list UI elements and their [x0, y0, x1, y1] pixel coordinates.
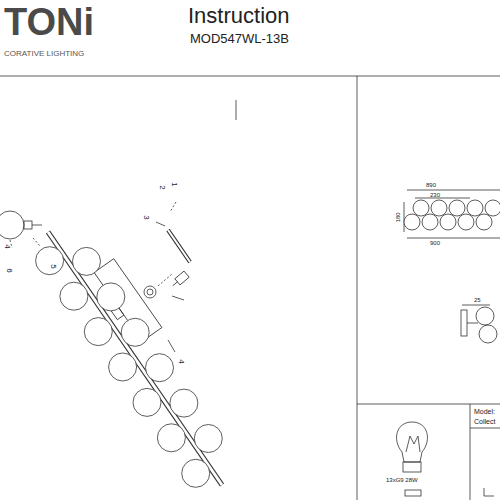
- glass-globe: [60, 282, 88, 310]
- glass-globe: [449, 200, 465, 216]
- glass-globe: [109, 353, 137, 381]
- sheet-title: Instruction: [188, 4, 290, 28]
- glass-globe: [458, 214, 474, 230]
- dimension: 180: [395, 212, 402, 222]
- dimension: 25: [474, 297, 481, 304]
- callout-number: 6: [4, 268, 13, 272]
- callout-number: 5: [48, 264, 57, 268]
- glass-globe: [440, 214, 456, 230]
- model-number: MOD547WL-13B: [190, 32, 289, 46]
- lamp-bar: [48, 232, 222, 485]
- dimension: 890: [426, 182, 436, 189]
- callout-number: 1: [169, 182, 178, 186]
- glass-globe: [476, 307, 494, 325]
- glass-globe: [476, 214, 492, 230]
- glass-globe: [36, 247, 64, 275]
- glass-globe: [146, 354, 174, 382]
- dimension: 230: [430, 192, 440, 199]
- callout-number: 2: [157, 185, 166, 189]
- glass-globe: [182, 459, 210, 487]
- glass-globe: [194, 425, 222, 453]
- callout-number: 4: [2, 244, 11, 248]
- glass-globe: [133, 388, 161, 416]
- glass-globe: [97, 283, 125, 311]
- glass-globe: [467, 200, 483, 216]
- bulb-spec: 13xG9 28W: [386, 477, 418, 484]
- callout-number: 3: [141, 215, 150, 219]
- glass-globe: [170, 389, 198, 417]
- glass-globe: [84, 318, 112, 346]
- table-cell: Collect: [474, 418, 495, 426]
- brand-tagline: CORATIVE LIGHTING: [4, 50, 84, 59]
- glass-globe: [121, 318, 149, 346]
- table-cell: Model:: [474, 408, 495, 416]
- glass-globe: [73, 247, 101, 275]
- glass-globe: [485, 200, 500, 216]
- glass-globe: [157, 424, 185, 452]
- glass-globe: [404, 214, 420, 230]
- lamp-bar: [48, 232, 222, 485]
- callout-number: 4: [176, 359, 185, 363]
- dimension: 900: [430, 240, 440, 247]
- glass-globe: [479, 325, 497, 343]
- glass-globe: [431, 200, 447, 216]
- glass-globe: [413, 200, 429, 216]
- brand-logo: TONi: [4, 2, 94, 44]
- glass-globe: [422, 214, 438, 230]
